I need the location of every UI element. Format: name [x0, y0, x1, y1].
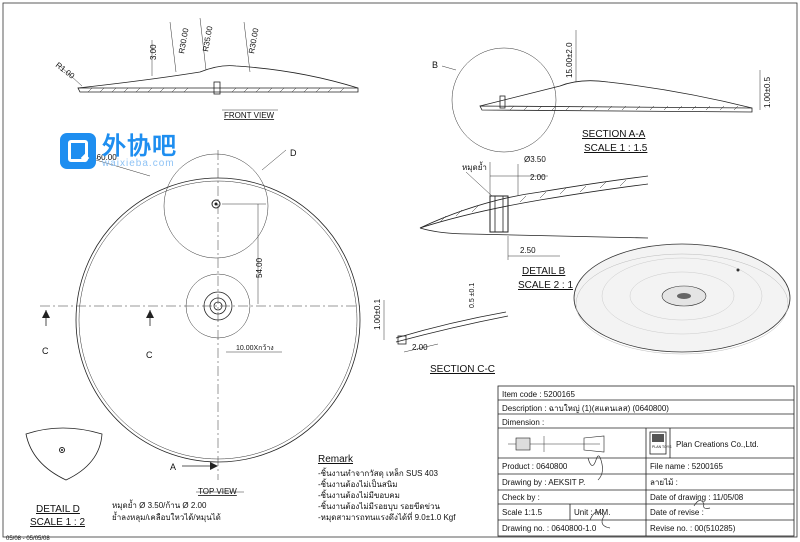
front-view-label: FRONT VIEW [224, 111, 275, 120]
isometric-disc [573, 243, 791, 355]
radius-r35: R35.00 [201, 25, 214, 53]
remark: Remark -ชิ้นงานทำจากวัสดุ เหล็ก SUS 403 … [318, 454, 456, 522]
product: Product : 0640800 [502, 462, 568, 471]
signature-mark-2 [589, 511, 611, 529]
detail-d-circle [163, 153, 269, 259]
front-view-base [77, 87, 359, 93]
top-view: 54.00 D 10.00Xกว้าง C C A TOP VIEW Ø460.… [40, 148, 361, 496]
dim-2-50: 2.50 [520, 246, 536, 255]
signature-mark-1 [587, 455, 603, 481]
check-by: Check by : [502, 493, 540, 502]
title-block: Item code : 5200165 Description : ฉาบใหญ… [497, 385, 795, 537]
section-aa-rivet [499, 95, 506, 109]
dim-2-00-b: 2.00 [530, 173, 546, 182]
radius-r30-right: R30.00 [247, 27, 260, 55]
drawing-by: Drawing by : AEKSIT P. [502, 478, 585, 487]
section-aa-base [479, 105, 753, 113]
detail-b-top [419, 175, 649, 229]
detail-d-title: DETAIL D [36, 504, 80, 515]
detail-d-outline [25, 427, 103, 481]
dim-10-wide: 10.00Xกว้าง [236, 344, 274, 352]
signature-mark-3 [693, 500, 711, 509]
watermark-url: waixieba.com [102, 158, 175, 169]
company-name: Plan Creations Co.,Ltd. [676, 440, 759, 449]
front-view-rivet [213, 81, 221, 95]
section-aa-title: SECTION A-A [582, 129, 646, 140]
detail-b-inner [419, 183, 649, 229]
detail-b-rivet [489, 195, 509, 233]
watermark-text: 外协吧 [102, 132, 177, 160]
unit: Unit : MM. [574, 508, 610, 517]
detail-b-title: DETAIL B [522, 266, 566, 277]
watermark-icon [60, 133, 96, 169]
section-cc: 1.00±0.1 0.5 ±0.1 2.00 SECTION C-C [373, 283, 509, 375]
detail-d-scale: SCALE 1 : 2 [30, 517, 85, 528]
shape-sketches [508, 435, 605, 453]
callout-d: D [290, 148, 297, 158]
iso-disc-rivet [677, 293, 691, 299]
dim-1-aa: 1.00±0.5 [763, 76, 772, 108]
footer-note: 05/08 - 05/05/08 [6, 536, 50, 542]
top-view-label: TOP VIEW [198, 487, 237, 496]
detail-b-scale: SCALE 2 : 1 [518, 280, 573, 291]
section-aa-profile [479, 80, 753, 109]
remark-line-2: -ชิ้นงานต้องไม่เป็นสนิม [318, 478, 398, 489]
section-c-left: C [42, 346, 49, 356]
section-aa: B 15.00±2.0 1.00±0.5 SECTION A-A SCALE 1… [432, 30, 772, 154]
section-a-marker: A [170, 462, 176, 472]
front-view-profile-top [77, 65, 359, 89]
detail-d: DETAIL D SCALE 1 : 2 หมุดย้ำ Ø 3.50/ก้าน… [25, 427, 221, 528]
dimension: Dimension : [502, 418, 544, 427]
dim-3: 3.00 [149, 44, 158, 60]
detail-b-circle [451, 47, 557, 153]
dim-3-50: Ø3.50 [524, 155, 546, 164]
dim-54: 54.00 [255, 257, 264, 278]
radius-r30-left: R30.00 [177, 27, 190, 55]
scale: Scale 1:1.5 [502, 508, 543, 517]
rivet-note: หมุดย้ำ [462, 161, 487, 172]
remark-line-1: -ชิ้นงานทำจากวัสดุ เหล็ก SUS 403 [318, 467, 439, 478]
date-of-revise: Date of revise : [650, 508, 704, 517]
description: Description : ฉาบใหญ่ (1)(สแตนเลส) (0640… [502, 404, 669, 413]
section-cc-bottom [395, 315, 509, 343]
watermark: 外协吧 waixieba.com [60, 128, 230, 174]
revise-no: Revise no. : 00(510285) [650, 524, 736, 533]
date-of-drawing: Date of drawing : 11/05/08 [650, 493, 744, 502]
detail-d-note-2: ย้ำลงหลุม/เคลือบใหวได้/หมุนได้ [112, 511, 221, 522]
dim-1-cc: 1.00±0.1 [373, 298, 382, 330]
dim-2-00-cc: 2.00 [412, 343, 428, 352]
section-c-right: C [146, 350, 153, 360]
svg-text:PLAN TOYS: PLAN TOYS [652, 445, 672, 449]
detail-b: หมุดย้ำ Ø3.50 2.00 2.50 DETAIL B SCALE 2… [419, 155, 649, 291]
drawing-no: Drawing no. : 0640800-1.0 [502, 524, 597, 533]
remark-line-5: -หมุดสามารถทนแรงดึงได้ที่ 9.0±1.0 Kgf [318, 511, 456, 522]
section-cc-top [395, 311, 507, 339]
callout-b: B [432, 60, 438, 70]
section-cc-title: SECTION C-C [430, 364, 495, 375]
file-name: File name : 5200165 [650, 462, 723, 471]
remark-line-3: -ชิ้นงานต้องไม่มีขอบคม [318, 489, 400, 500]
front-view: R1.00 R30.00 R35.00 R30.00 3.00 FRONT VI… [54, 17, 359, 120]
remark-title: Remark [318, 454, 354, 465]
detail-b-bottom [419, 227, 649, 239]
dim-0-5: 0.5 ±0.1 [469, 283, 476, 308]
dim-15: 15.00±2.0 [565, 42, 574, 78]
section-aa-scale: SCALE 1 : 1.5 [584, 143, 648, 154]
remark-line-4: -ชิ้นงานต้องไม่มีรอยบุบ รอยขีดข่วน [318, 500, 440, 511]
item-code: Item code : 5200165 [502, 390, 575, 399]
front-view-hatch [87, 87, 345, 93]
dim-dia-460: Ø460.00 [86, 153, 117, 162]
company-logo: PLAN TOYS [649, 431, 672, 455]
signature-label: ลายไม้ : [650, 478, 678, 487]
detail-d-note-1: หมุดย้ำ Ø 3.50/ก้าน Ø 2.00 [112, 499, 207, 510]
